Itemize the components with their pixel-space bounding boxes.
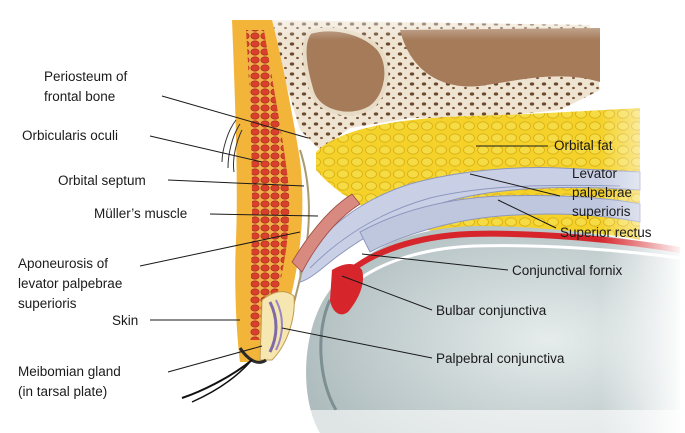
label-aponeurosis: Aponeurosis of levator palpebrae superio… — [18, 256, 126, 311]
label-mullers-muscle: Müller’s muscle — [94, 206, 187, 221]
label-palpebral-conjunctiva: Palpebral conjunctiva — [436, 351, 565, 366]
eyelashes — [181, 119, 253, 403]
label-levator: Levator palpebrae superioris — [572, 166, 636, 219]
labels-left: Periosteum of frontal bone Orbicularis o… — [18, 69, 187, 399]
label-orbital-fat: Orbital fat — [554, 138, 613, 153]
leader-aponeurosis — [139, 231, 301, 267]
label-superior-rectus: Superior rectus — [560, 225, 652, 240]
leader-muller — [209, 213, 319, 217]
leader-periosteum — [161, 95, 309, 139]
leader-conj-fornix — [361, 253, 509, 271]
leader-levator — [469, 173, 561, 197]
label-periosteum: Periosteum of frontal bone — [44, 69, 131, 104]
label-skin: Skin — [112, 313, 138, 328]
label-bulbar-conjunctiva: Bulbar conjunctiva — [436, 303, 547, 318]
leader-meibomian — [167, 345, 263, 373]
labels-right: Orbital fat Levator palpebrae superioris… — [436, 138, 652, 366]
leader-bulbar-conj — [341, 275, 433, 311]
leader-septum — [167, 179, 305, 187]
label-meibomian-gland: Meibomian gland (in tarsal plate) — [18, 364, 125, 399]
label-orbicularis-oculi: Orbicularis oculi — [22, 128, 118, 143]
leader-orbicularis — [149, 135, 263, 163]
leader-palpebral-conj — [281, 327, 433, 359]
leader-superior-rectus — [497, 199, 557, 229]
label-orbital-septum: Orbital septum — [58, 173, 146, 188]
label-conjunctival-fornix: Conjunctival fornix — [512, 263, 623, 278]
leader-lines — [139, 95, 561, 373]
levator-muscle — [299, 167, 641, 283]
upper-eyelid — [232, 20, 361, 364]
